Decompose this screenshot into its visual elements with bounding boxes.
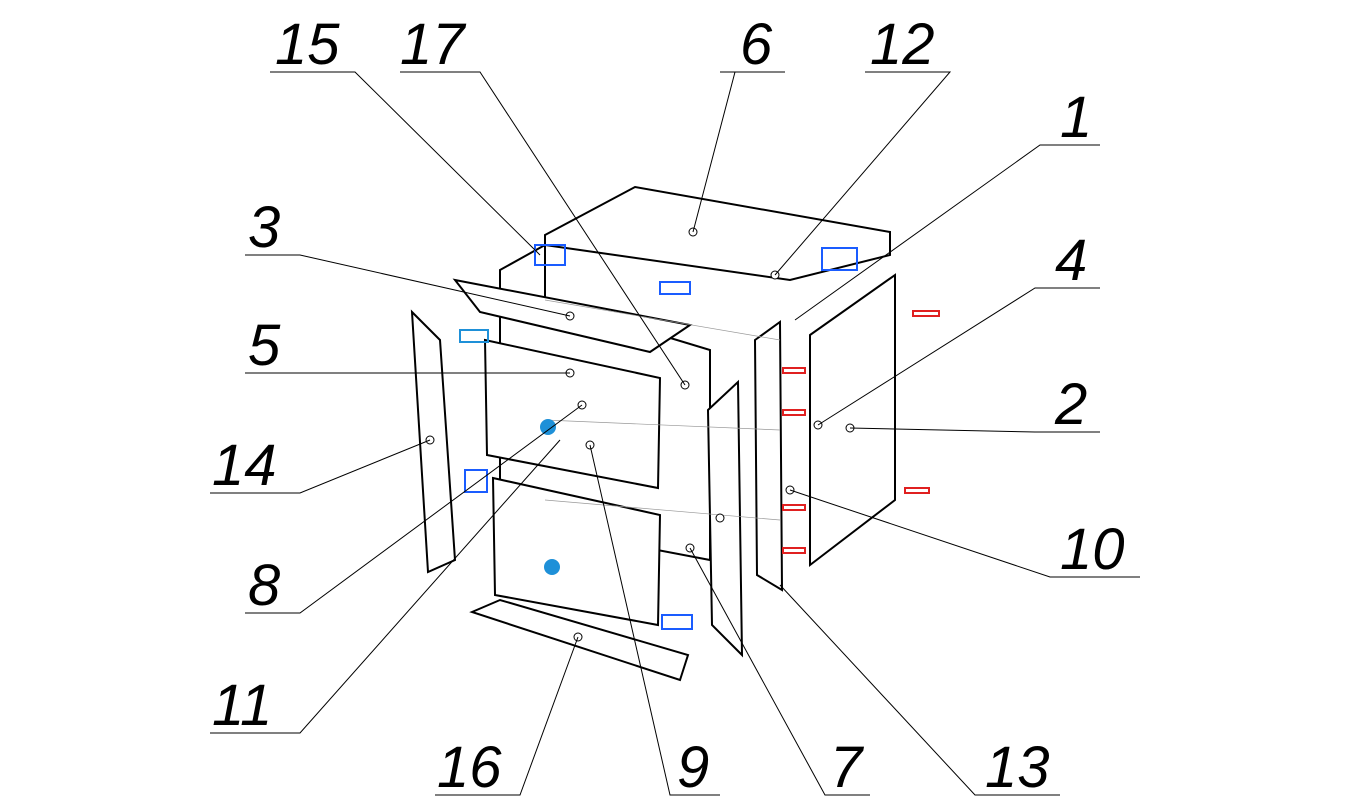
callout-5: 5 [248, 313, 281, 378]
callout-labels: 15 17 6 12 1 3 4 5 2 14 10 8 11 16 9 7 1… [212, 12, 1125, 800]
knob-lower [544, 559, 560, 575]
callout-6: 6 [740, 12, 773, 77]
blue-fitting [659, 281, 691, 295]
door-panel [706, 379, 744, 658]
blue-fitting [661, 614, 693, 630]
red-fitting [904, 487, 930, 494]
blue-fitting [821, 247, 858, 271]
blue-fitting [534, 244, 566, 266]
drawer-front-upper [483, 338, 662, 490]
callout-7: 7 [830, 735, 865, 800]
red-fitting [782, 504, 806, 511]
fittings [459, 244, 940, 630]
right-side-panel [809, 273, 896, 568]
callout-1: 1 [1060, 85, 1092, 150]
blue-fitting [464, 469, 488, 493]
callout-12: 12 [870, 12, 935, 77]
callout-15: 15 [275, 12, 340, 77]
red-fitting [912, 310, 940, 317]
right-inner-panel [753, 320, 784, 592]
callout-13: 13 [985, 735, 1050, 800]
red-fitting [782, 367, 806, 374]
callout-17: 17 [400, 12, 467, 77]
callout-3: 3 [248, 195, 280, 260]
red-fitting [782, 547, 806, 554]
red-fitting [782, 409, 806, 416]
cabinet-parts [410, 185, 896, 682]
callout-10: 10 [1060, 517, 1125, 582]
callout-2: 2 [1054, 372, 1087, 437]
callout-8: 8 [248, 553, 280, 618]
callout-9: 9 [677, 735, 709, 800]
leader-lines [210, 71, 1140, 796]
blue-fitting [459, 329, 489, 343]
callout-4: 4 [1055, 228, 1087, 293]
part-markers [425, 227, 855, 642]
knob-upper [540, 419, 556, 435]
drawer-front-lower [491, 476, 662, 627]
callout-11: 11 [212, 673, 272, 738]
callout-16: 16 [437, 735, 502, 800]
callout-14: 14 [212, 433, 277, 498]
